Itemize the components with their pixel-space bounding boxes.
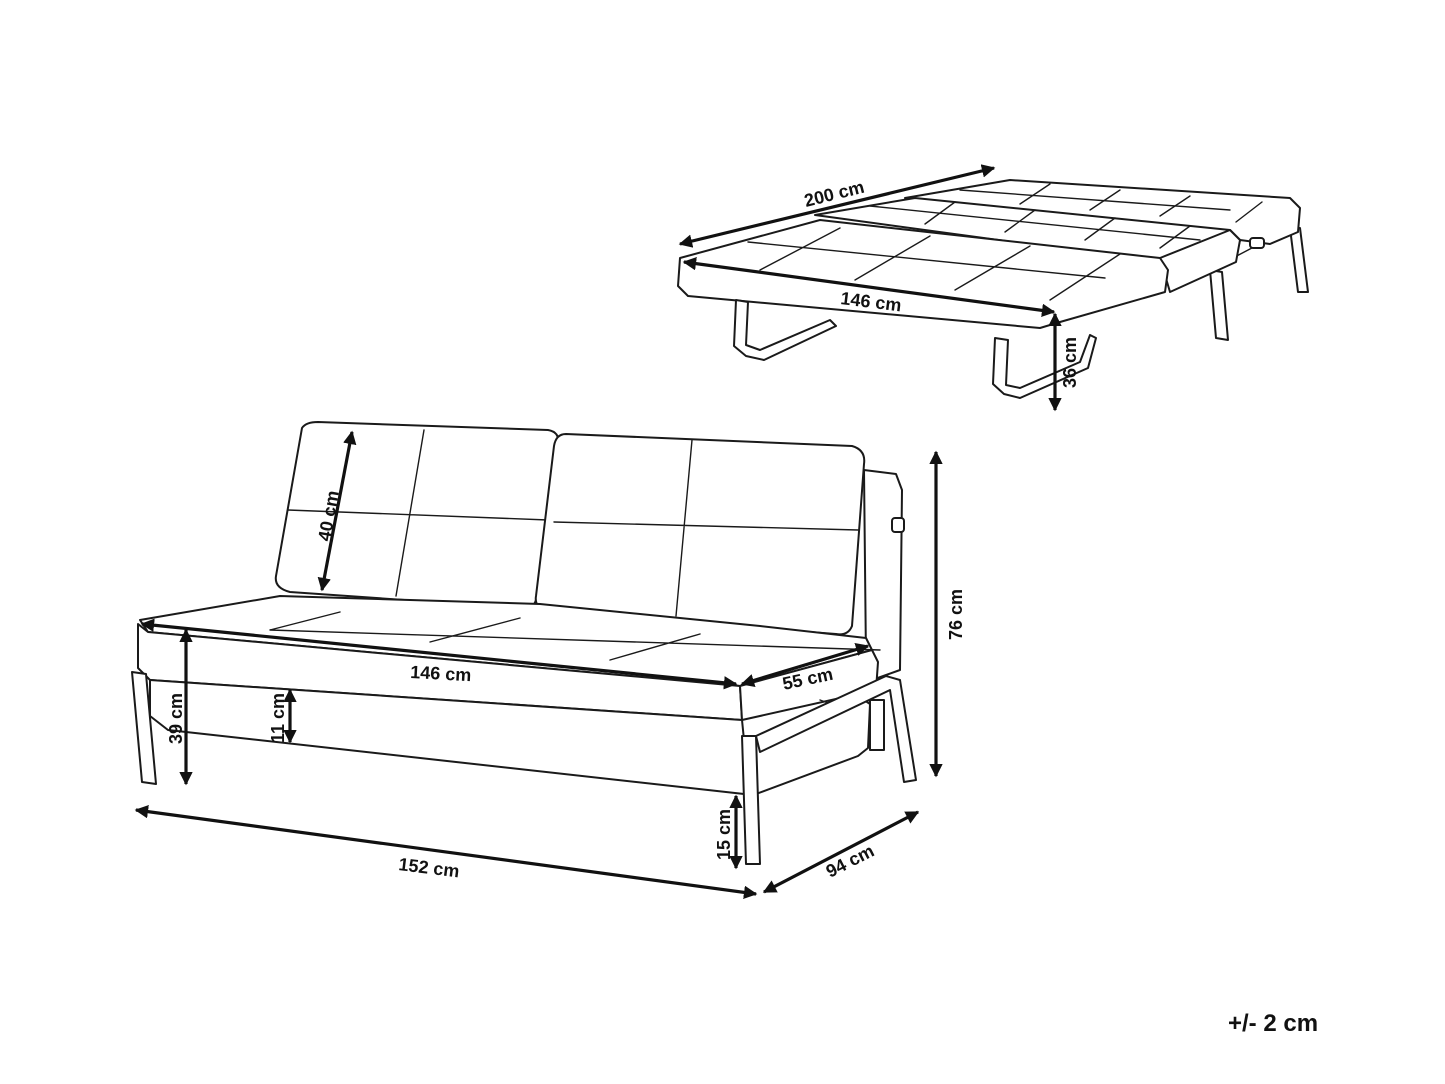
total-depth-dimension [762,810,920,894]
sofa-side-frame [755,675,917,783]
tolerance-note: +/- 2 cm [1228,1010,1319,1037]
backrest-height-dimension [317,430,357,592]
bed-drawing [677,179,1309,399]
seat-width-dimension [140,618,738,690]
bed-length-dimension [678,164,996,248]
mattress-thickness-label: 11 cm [268,693,288,743]
bed-front-right-leg [992,334,1097,399]
sofa-knob [891,517,905,533]
total-width-dimension [134,804,758,900]
sofa-drawing [131,421,917,865]
sofa-right-back-cushion [534,433,866,636]
total-height-label: 76 cm [946,589,966,640]
seat-width-label: 146 cm [410,662,472,685]
bed-width-dimension [682,256,1056,318]
bed-height-label: 36 cm [1060,337,1080,388]
sofa-rear-right-leg [869,699,885,751]
sofa-front-right-leg [741,735,761,865]
bed-rear-far-leg [1289,227,1309,293]
bed-rear-right-leg [1209,269,1229,341]
seat-height-label: 39 cm [166,693,186,744]
ground-clearance-label: 15 cm [714,809,734,860]
total-width-label: 152 cm [398,854,461,881]
seat-depth-dimension [740,643,870,687]
